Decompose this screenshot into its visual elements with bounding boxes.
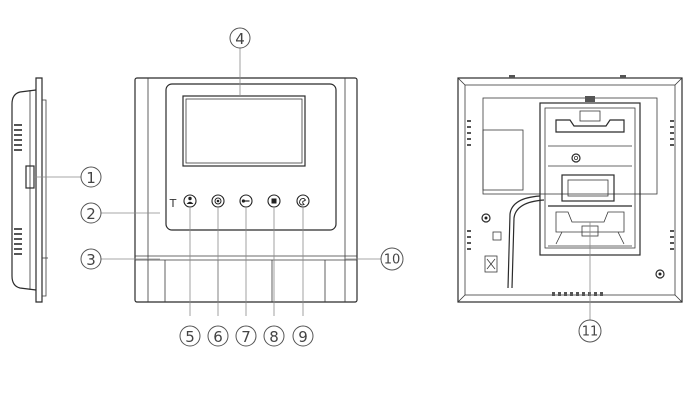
callout-2-label: 2 xyxy=(86,205,96,223)
leader-lines xyxy=(34,48,591,320)
person-icon xyxy=(186,196,194,204)
button-9[interactable] xyxy=(296,194,310,208)
rear-vents-bottom xyxy=(552,292,603,296)
callout-11-label: 11 xyxy=(582,325,599,340)
callout-4: 4 xyxy=(229,27,251,49)
callout-9: 9 xyxy=(292,325,314,347)
rear-vents-right xyxy=(670,120,674,250)
callout-9-label: 9 xyxy=(298,328,308,346)
callout-7-label: 7 xyxy=(241,328,251,346)
button-6[interactable] xyxy=(211,194,225,208)
callout-3: 3 xyxy=(80,248,102,270)
record-icon xyxy=(214,197,222,205)
rear-vents-left xyxy=(467,120,471,250)
handset-icon xyxy=(299,198,307,206)
callout-10-label: 10 xyxy=(384,253,401,268)
rear-view xyxy=(457,75,683,303)
callout-2: 2 xyxy=(80,202,102,224)
callout-8-label: 8 xyxy=(269,328,279,346)
side-view xyxy=(11,77,48,303)
screen xyxy=(182,95,306,167)
button-5[interactable] xyxy=(183,194,197,208)
callout-5-label: 5 xyxy=(185,328,195,346)
front-marker-label: T xyxy=(169,197,177,210)
rear-cable xyxy=(507,195,541,289)
callout-11: 11 xyxy=(578,319,602,343)
callout-3-label: 3 xyxy=(86,251,96,269)
callout-7: 7 xyxy=(235,325,257,347)
side-vents-upper xyxy=(14,124,22,151)
side-vents-lower xyxy=(14,228,22,255)
key-icon xyxy=(241,199,250,203)
stop-icon xyxy=(271,198,277,204)
callout-5: 5 xyxy=(179,325,201,347)
rear-vents-top xyxy=(509,75,626,78)
button-7[interactable] xyxy=(239,194,253,208)
callout-6: 6 xyxy=(207,325,229,347)
callout-10: 10 xyxy=(380,247,404,271)
weee-label-icon xyxy=(484,255,498,273)
rear-screw-left xyxy=(481,213,491,223)
callout-1-label: 1 xyxy=(86,169,96,187)
button-8[interactable] xyxy=(267,194,281,208)
callout-8: 8 xyxy=(263,325,285,347)
callout-1: 1 xyxy=(80,166,102,188)
rear-screw-right xyxy=(655,269,665,279)
callout-4-label: 4 xyxy=(235,30,245,48)
callout-6-label: 6 xyxy=(213,328,223,346)
